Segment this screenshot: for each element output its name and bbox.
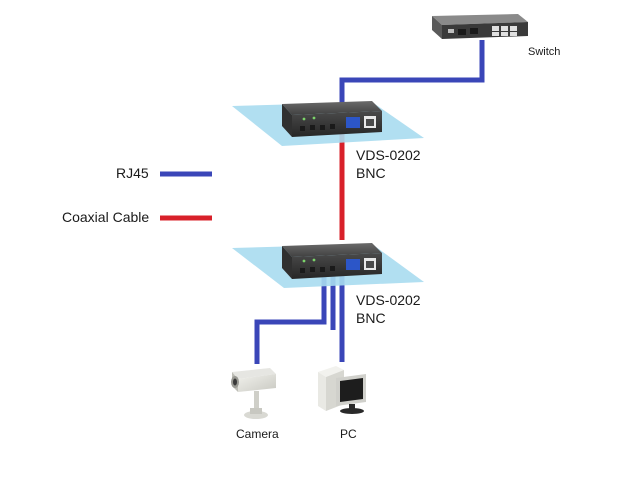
converter-top-model-label: VDS-0202 xyxy=(356,147,421,163)
switch-device[interactable] xyxy=(432,14,528,39)
converter-bottom-model-label: VDS-0202 xyxy=(356,292,421,308)
converter-bottom-type-label: BNC xyxy=(356,310,386,326)
converter-bottom[interactable] xyxy=(232,243,424,288)
switch-label: Switch xyxy=(528,46,560,58)
rj45-cable-switch-to-top-converter xyxy=(339,40,485,104)
rj45-cable-to-camera xyxy=(254,268,327,364)
legend-item-coaxial-cable: Coaxial Cable xyxy=(62,209,212,225)
pc-device[interactable] xyxy=(318,366,366,414)
desktop-pc-icon xyxy=(318,366,366,414)
legend-coax-label: Coaxial Cable xyxy=(62,209,149,225)
legend-item-rj45: RJ45 xyxy=(116,165,212,181)
legend: RJ45 Coaxial Cable xyxy=(62,165,212,225)
converter-top-type-label: BNC xyxy=(356,165,386,181)
vds-converter-icon xyxy=(282,101,382,137)
converter-top[interactable] xyxy=(232,101,424,146)
camera-label: Camera xyxy=(236,427,279,441)
legend-rj45-label: RJ45 xyxy=(116,165,149,181)
security-camera-icon xyxy=(231,368,276,419)
pc-label: PC xyxy=(340,427,357,441)
camera-device[interactable] xyxy=(231,368,276,419)
vds-converter-icon xyxy=(282,243,382,279)
network-switch-icon xyxy=(432,14,528,39)
